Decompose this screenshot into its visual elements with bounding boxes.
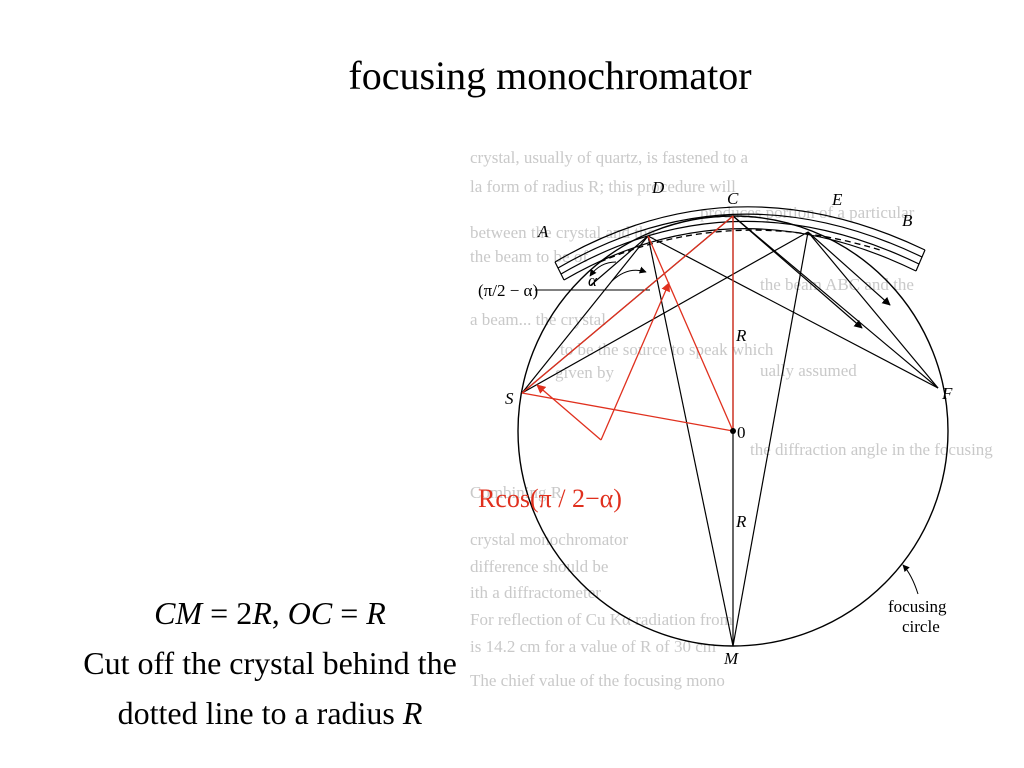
point-label-o: 0 (737, 423, 746, 442)
red-formula: Rcos(π / 2−α) (478, 484, 622, 513)
dotted-cut-line (599, 229, 881, 263)
ghost-line: For reflection of Cu Kα radiation from (470, 610, 733, 629)
caption-oc: OC (287, 595, 333, 631)
angle-complement-label: (π/2 − α) (478, 281, 538, 300)
caption-r2: R (366, 595, 386, 631)
ghost-line: The chief value of the focusing mono (470, 671, 725, 690)
focusing-circle-label: circle (902, 617, 940, 636)
ghost-line: between the crystal and the (470, 223, 655, 242)
caption-line-3-r: R (402, 695, 423, 731)
radius-label-upper: R (735, 326, 747, 345)
angle-alpha-arc (611, 266, 647, 282)
ghost-line: the beam to be of (470, 247, 588, 266)
center-point (730, 428, 736, 434)
caption-eq2: = (332, 595, 367, 631)
ghost-line: crystal, usually of quartz, is fastened … (470, 148, 749, 167)
ghost-line: difference should be (470, 557, 608, 576)
angle-alpha-label: α (588, 271, 598, 290)
ghost-line: crystal monochromator (470, 530, 628, 549)
ghost-line: the diffraction angle in the focusing (750, 440, 993, 459)
caption-line-1: CM = 2R, OC = R (20, 588, 520, 638)
ghost-line: Combining R (470, 483, 563, 502)
ghost-line: ith a diffractometer (470, 583, 601, 602)
angle-complement-arc (589, 261, 617, 277)
point-label-c: C (727, 189, 739, 208)
red-construction (521, 215, 734, 441)
focusing-circle-label: focusing (888, 597, 947, 616)
slide-title: focusing monochromator (348, 53, 752, 98)
point-label-f: F (941, 384, 953, 403)
bent-crystal (554, 206, 926, 281)
point-label-b: B (902, 211, 913, 230)
radius-label-lower: R (735, 512, 747, 531)
caption-r1: R (252, 595, 272, 631)
focusing-monochromator-diagram: crystal, usually of quartz, is fastened … (470, 148, 993, 690)
ghost-line: the beam ABC and the (760, 275, 914, 294)
caption-line-2: Cut off the crystal behind the (83, 645, 457, 681)
caption-comma: , (271, 595, 288, 631)
caption-line-3: dotted line to a radius R (20, 688, 520, 738)
ghost-line: la form of radius R; this procedure will (470, 177, 736, 196)
background-page-text: crystal, usually of quartz, is fastened … (470, 148, 993, 690)
point-label-m: M (723, 649, 739, 668)
point-label-s: S (505, 389, 514, 408)
point-label-a: A (537, 222, 549, 241)
focusing-circle-pointer (902, 564, 919, 595)
ghost-line: to be the source to speak which (560, 340, 774, 359)
caption-cm: CM (154, 595, 203, 631)
caption-eq1: = 2 (202, 595, 253, 631)
caption: CM = 2R, OC = R Cut off the crystal behi… (20, 588, 520, 738)
point-label-e: E (831, 190, 843, 209)
ghost-line: ually assumed (760, 361, 857, 380)
caption-line-3-text: dotted line to a radius (117, 695, 403, 731)
ghost-line: is 14.2 cm for a value of R of 30 cm (470, 637, 716, 656)
point-label-d: D (651, 178, 665, 197)
ghost-line: a beam... the crystal (470, 310, 606, 329)
ghost-line: given by (555, 363, 615, 382)
